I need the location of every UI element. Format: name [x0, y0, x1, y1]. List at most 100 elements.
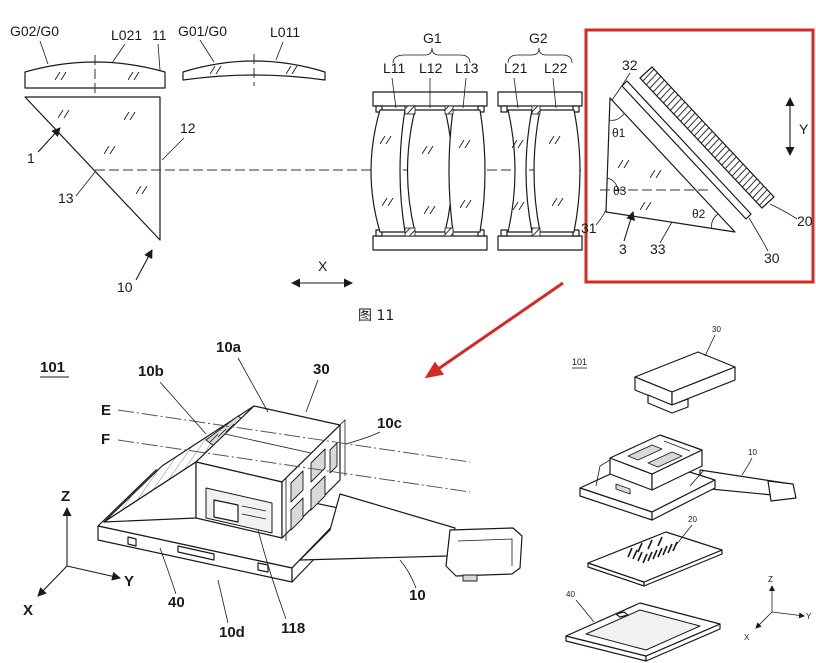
label-10a: 10a: [216, 339, 242, 356]
leader-13: [75, 171, 96, 197]
exploded-axis-y-arrow: [771, 611, 805, 619]
inset-cover-plate-30: [621, 80, 752, 220]
bracket-window: [310, 448, 326, 483]
assembly-axes: [37, 507, 121, 597]
g2-spacer: [531, 227, 541, 237]
inner-component-lines: [241, 505, 267, 520]
label-g01-g0: G01/G0: [178, 23, 227, 39]
leader-10: [399, 559, 417, 589]
label-10c: 10c: [377, 415, 402, 432]
exploded-sensor-20: [587, 531, 723, 587]
g1-spacer: [404, 227, 416, 237]
label-12: 12: [180, 120, 196, 136]
leader-g01-g0: [199, 39, 215, 63]
g1-spacer: [404, 105, 416, 115]
leader-11: [157, 43, 161, 71]
module-component: [627, 444, 663, 461]
arrow-10: [135, 249, 153, 281]
highlight-box: [584, 28, 815, 284]
prism-1-body: [24, 96, 161, 241]
leader-33: [659, 221, 673, 244]
exploded-leader-10: [741, 457, 753, 476]
label-32: 32: [622, 57, 638, 73]
section-line-f: [117, 439, 471, 493]
label-30: 30: [313, 361, 330, 378]
label-line-f: F: [101, 431, 110, 448]
leader-10b: [159, 381, 207, 435]
g2-barrel-bottom: [497, 235, 583, 251]
lens-l11: [370, 109, 406, 233]
leader-31: [595, 209, 607, 226]
inset-sensor-plate-20: [639, 66, 775, 209]
bracket-window: [329, 442, 338, 474]
leader-l11: [391, 77, 397, 109]
axis-x-arrow: [37, 565, 68, 597]
leader-l021: [111, 43, 126, 64]
angle-arc-theta3: [606, 177, 619, 191]
top-cover-seam: [224, 433, 312, 454]
g1-spacer: [444, 105, 454, 115]
exploded-leader-20: [675, 524, 693, 546]
module-base-side: [651, 479, 716, 521]
leader-20: [769, 203, 798, 220]
g1-barrel-bottom: [372, 235, 488, 251]
exploded-leader-30: [704, 334, 716, 357]
exploded-label-101: 101: [572, 357, 587, 367]
lens-l22: [533, 109, 581, 233]
base-tray-square-hole: [127, 536, 137, 547]
module-flex-connector: [767, 480, 797, 502]
inner-lens-block: [213, 499, 239, 523]
bracket-window: [290, 470, 304, 503]
exploded-label-10: 10: [748, 448, 757, 457]
leader-40: [159, 547, 177, 595]
leader-10d: [217, 579, 229, 624]
lens-l13: [448, 109, 486, 233]
prism-1: [24, 96, 161, 241]
label-theta1: θ1: [612, 126, 626, 140]
leader-10a: [237, 357, 269, 413]
leader-10c: [345, 431, 381, 445]
label-10: 10: [409, 587, 426, 604]
leader-l21: [513, 77, 519, 109]
exploded-frame-40: [565, 602, 721, 662]
leader-l011: [275, 41, 284, 61]
flex-connector-edge: [457, 538, 513, 566]
label-l21: L21: [504, 60, 528, 76]
sensor-pixel-array: [627, 536, 678, 564]
g2-barrel-top: [497, 91, 583, 107]
figure-caption: 图 11: [358, 308, 394, 324]
label-l13: L13: [455, 60, 479, 76]
exploded-axes: [755, 585, 805, 629]
exploded-label-axis-z: Z: [768, 575, 773, 584]
inset-prism-body: [605, 97, 736, 233]
label-theta2: θ2: [692, 207, 706, 221]
lens-group-g2: [497, 91, 583, 251]
g2-brace: [507, 47, 573, 64]
lens-l21: [507, 109, 533, 233]
label-line-e: E: [101, 402, 111, 419]
label-11: 11: [152, 27, 167, 43]
lid-tab: [647, 394, 689, 414]
label-axis-x: X: [318, 258, 328, 274]
exploded-lid-30: [634, 351, 736, 414]
g2-barrel-flange-bottom: [500, 229, 580, 237]
frame-notch: [615, 611, 629, 618]
lens-group-g1: [370, 91, 488, 251]
label-l011: L011: [270, 24, 300, 40]
exploded-label-axis-x: X: [744, 633, 750, 642]
label-axis-x: X: [23, 602, 33, 619]
inset-prism-3: [600, 97, 736, 233]
arrow-3: [623, 211, 635, 242]
label-g02-g0: G02/G0: [10, 23, 59, 39]
leader-118: [257, 529, 287, 620]
g1-spacer: [444, 227, 454, 237]
label-l12: L12: [419, 60, 443, 76]
label-theta3: θ3: [613, 184, 627, 198]
leader-30: [305, 379, 319, 413]
leader-l22: [552, 77, 557, 109]
label-31: 31: [581, 220, 597, 236]
label-13: 13: [58, 190, 74, 206]
label-g2: G2: [529, 30, 548, 46]
